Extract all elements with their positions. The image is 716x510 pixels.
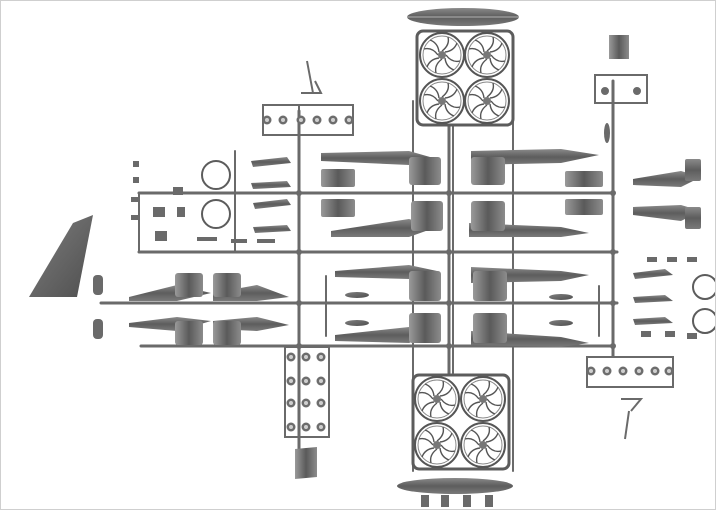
wheel-tray-right-wheels — [586, 366, 674, 376]
wheel-tray-right — [586, 356, 674, 388]
bottom-pod-part — [397, 478, 513, 507]
fan-frame-top — [415, 29, 515, 127]
antenna-part-top — [301, 60, 323, 94]
wheel-tray-bottom — [284, 346, 330, 438]
small-fins-center — [345, 292, 573, 326]
stabilizers-left — [129, 285, 289, 331]
tail-fin-part — [29, 215, 93, 297]
fan-frame-bottom — [411, 373, 511, 471]
wheel-tray-top — [262, 104, 354, 136]
nose-parts-right — [633, 159, 701, 229]
drop-tank-small — [604, 123, 610, 143]
tail-mount-part — [93, 275, 103, 339]
small-wings-left — [251, 157, 291, 233]
antenna-part-bottom — [621, 398, 644, 440]
fuselage-blocks-upper — [321, 157, 603, 231]
wheel-tray-top-wheels — [262, 115, 354, 125]
wheel-tray-bottom-wheels — [286, 352, 326, 432]
canopy-part-bottom — [295, 447, 317, 479]
small-parts-left — [131, 161, 275, 243]
canopy-part-right — [609, 35, 629, 59]
wing-halves-lower — [335, 265, 589, 347]
ring-parts-right — [692, 274, 715, 334]
small-parts-right — [641, 257, 697, 339]
small-wings-right — [633, 269, 673, 325]
wing-halves-upper — [321, 149, 599, 237]
top-pod-part — [407, 8, 519, 26]
stabilizer-blocks-left — [175, 273, 241, 345]
fuselage-blocks-lower — [409, 271, 507, 343]
gate-details — [296, 190, 616, 349]
gear-strut-right — [594, 74, 648, 104]
ring-parts-left — [201, 160, 231, 229]
